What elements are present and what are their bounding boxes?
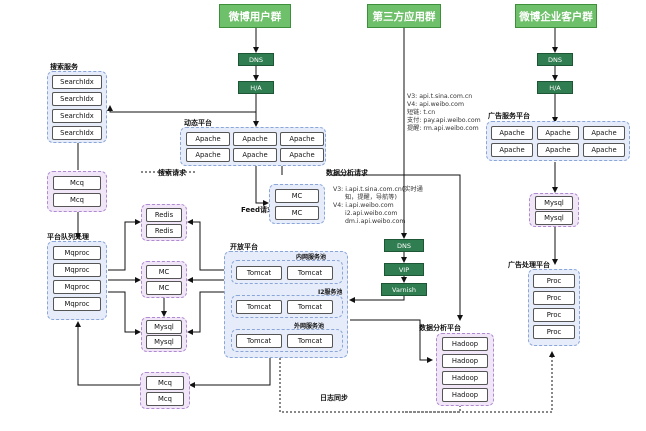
tomcat-node: Tomcat <box>287 334 333 348</box>
log-sync-label: 日志同步 <box>320 394 348 402</box>
header-weibo-users: 微博用户群 <box>219 4 291 28</box>
api-notes-top: V3: api.t.sina.com.cn V4: api.weibo.com … <box>407 93 481 132</box>
hadoop-node: Hadoop <box>442 388 488 402</box>
ha-tag: H/A <box>537 81 573 94</box>
apache-node: Apache <box>537 143 579 157</box>
ad-service-platform-label: 广告服务平台 <box>488 112 530 120</box>
tomcat-node: Tomcat <box>236 334 282 348</box>
proc-node: Proc <box>533 291 575 305</box>
apache-node: Apache <box>280 148 324 162</box>
mqproc-node: Mqproc <box>53 263 101 277</box>
proc-node: Proc <box>533 308 575 322</box>
varnish-tag: Varnish <box>381 283 427 296</box>
searchidx-node: SearchIdx <box>52 92 102 106</box>
data-analysis-platform-label: 数据分析平台 <box>419 324 461 332</box>
hadoop-node: Hadoop <box>442 371 488 385</box>
search-request-label: 搜索请求 <box>158 169 186 177</box>
header-third-party: 第三方应用群 <box>367 4 441 28</box>
mqproc-node: Mqproc <box>53 297 101 311</box>
searchidx-node: SearchIdx <box>52 126 102 140</box>
feed-request-label: Feed请求 <box>241 206 275 214</box>
ad-processing-label: 广告处理平台 <box>508 261 550 269</box>
dns-tag: DNS <box>384 239 424 252</box>
dynamic-platform-label: 动态平台 <box>184 119 212 127</box>
platform-queue-label: 平台队列处理 <box>47 233 89 241</box>
searchidx-node: SearchIdx <box>52 75 102 89</box>
apache-node: Apache <box>491 143 533 157</box>
tomcat-node: Tomcat <box>236 266 282 280</box>
tomcat-node: Tomcat <box>236 300 282 314</box>
search-service-label: 搜索服务 <box>50 63 78 71</box>
hadoop-node: Hadoop <box>442 354 488 368</box>
dns-tag: DNS <box>238 53 274 66</box>
mcq-node: Mcq <box>146 376 184 390</box>
redis-node: Redis <box>146 208 182 222</box>
apache-node: Apache <box>280 132 324 146</box>
apache-node: Apache <box>537 126 579 140</box>
data-analysis-request-label: 数据分析请求 <box>326 169 368 177</box>
vip-tag: VIP <box>384 263 424 276</box>
outer-pool-label: 外网服务池 <box>294 323 325 330</box>
mysql-node: Mysql <box>535 211 573 225</box>
mcq-node: Mcq <box>53 176 101 190</box>
tomcat-node: Tomcat <box>287 266 333 280</box>
proc-node: Proc <box>533 325 575 339</box>
api-notes-mid: V3: i.api.t.sina.com.cn(实时通 知，提醒，导航等) V4… <box>333 186 423 225</box>
apache-node: Apache <box>186 148 230 162</box>
open-platform-label: 开放平台 <box>230 243 258 251</box>
mqproc-node: Mqproc <box>53 246 101 260</box>
proc-node: Proc <box>533 274 575 288</box>
mysql-node: Mysql <box>146 335 182 349</box>
i2-pool-label: I2服务池 <box>318 289 343 296</box>
mc-node: MC <box>146 265 182 279</box>
mcq-node: Mcq <box>53 193 101 207</box>
inner-pool-label: 内网服务池 <box>296 254 327 261</box>
ha-tag: H/A <box>238 81 274 94</box>
apache-node: Apache <box>583 126 625 140</box>
apache-node: Apache <box>186 132 230 146</box>
searchidx-node: SearchIdx <box>52 109 102 123</box>
tomcat-node: Tomcat <box>287 300 333 314</box>
mysql-node: Mysql <box>146 320 182 334</box>
apache-node: Apache <box>233 132 277 146</box>
mc-node: MC <box>275 206 319 220</box>
mysql-node: Mysql <box>535 196 573 210</box>
hadoop-node: Hadoop <box>442 337 488 351</box>
apache-node: Apache <box>491 126 533 140</box>
mqproc-node: Mqproc <box>53 280 101 294</box>
apache-node: Apache <box>583 143 625 157</box>
mcq-node: Mcq <box>146 392 184 406</box>
redis-node: Redis <box>146 224 182 238</box>
mc-node: MC <box>275 189 319 203</box>
apache-node: Apache <box>233 148 277 162</box>
dns-tag: DNS <box>537 53 573 66</box>
mc-node: MC <box>146 281 182 295</box>
header-enterprise: 微博企业客户群 <box>515 4 597 28</box>
